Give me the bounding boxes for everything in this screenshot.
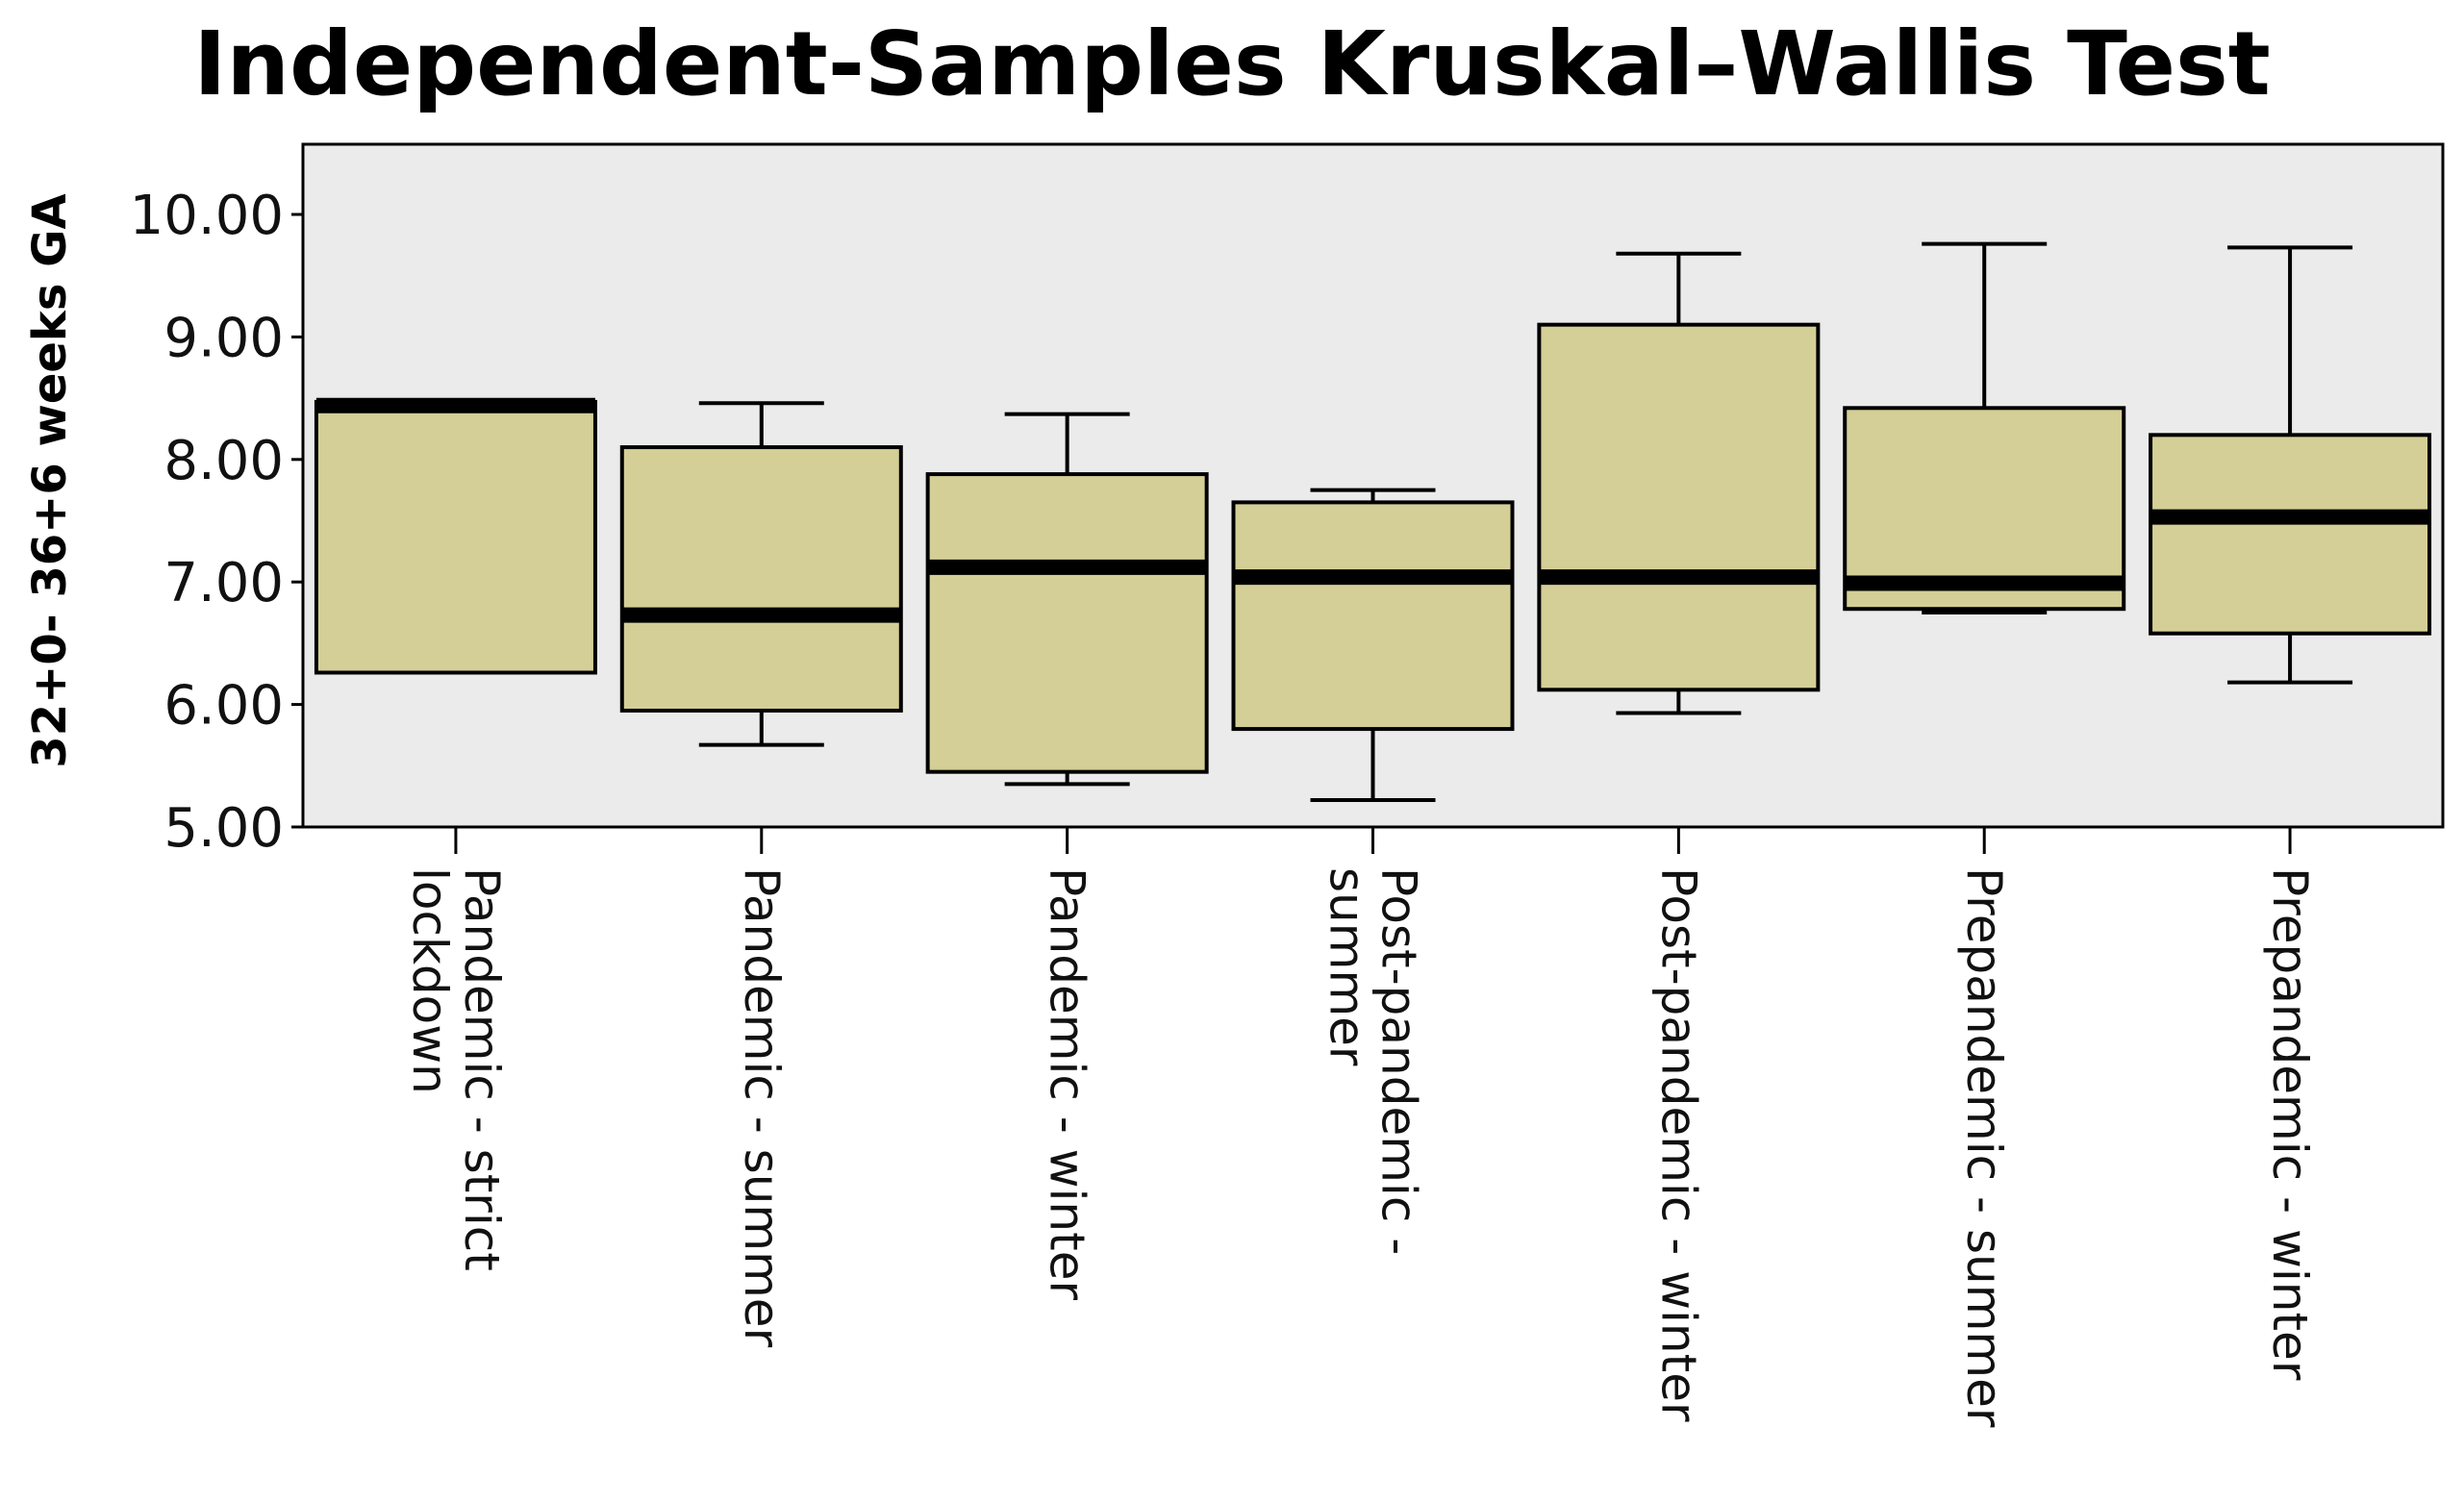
x-tick-label: Prepandemic - winter	[2262, 867, 2318, 1381]
x-tick-label: Pandemic - winter	[1040, 867, 1095, 1300]
y-tick-label: 10.00	[130, 185, 284, 247]
y-tick-label: 5.00	[163, 797, 284, 860]
box-iqr	[925, 472, 1209, 774]
box-iqr	[1537, 322, 1821, 692]
y-tick-label: 8.00	[163, 430, 284, 492]
x-tick-label-line: Pandemic - summer	[734, 867, 790, 1348]
box-iqr	[2149, 433, 2432, 636]
box-group	[2149, 245, 2432, 685]
x-tick-label-line: Post-pandemic -	[1371, 867, 1427, 1255]
chart-title: Independent-Samples Kruskal–Wallis Test	[193, 13, 2270, 115]
box-group	[619, 401, 903, 747]
x-tick-label: Prepandemic - summer	[1956, 867, 2012, 1428]
y-tick-label: 9.00	[163, 307, 284, 369]
x-tick-label-line: Prepandemic - summer	[1956, 867, 2012, 1428]
x-tick-label: Post-pandemic - winter	[1650, 867, 1706, 1422]
y-axis-label: 32+0- 36+6 weeks GA	[23, 193, 77, 767]
x-tick-label-line: summer	[1320, 867, 1375, 1066]
box-group	[314, 397, 597, 675]
box-group	[1231, 488, 1515, 802]
box-iqr	[314, 399, 597, 675]
x-tick-label-line: lockdown	[402, 867, 458, 1094]
box-iqr	[1843, 406, 2126, 612]
x-tick-label-line: Pandemic - winter	[1040, 867, 1095, 1300]
x-tick-label-line: Prepandemic - winter	[2262, 867, 2318, 1381]
box-iqr	[619, 445, 903, 713]
y-tick-label: 6.00	[163, 675, 284, 738]
box-group	[1843, 241, 2126, 615]
x-tick-label: Pandemic - summer	[734, 867, 790, 1348]
x-tick-label: Pandemic - strictlockdown	[402, 867, 510, 1271]
x-tick-label-line: Post-pandemic - winter	[1650, 867, 1706, 1422]
box-iqr	[1231, 500, 1515, 732]
box-group	[925, 412, 1209, 787]
x-tick-label: Post-pandemic -summer	[1320, 867, 1427, 1255]
x-tick-label-line: Pandemic - strict	[454, 867, 510, 1271]
box-group	[1537, 251, 1821, 715]
y-tick-label: 7.00	[163, 552, 284, 614]
